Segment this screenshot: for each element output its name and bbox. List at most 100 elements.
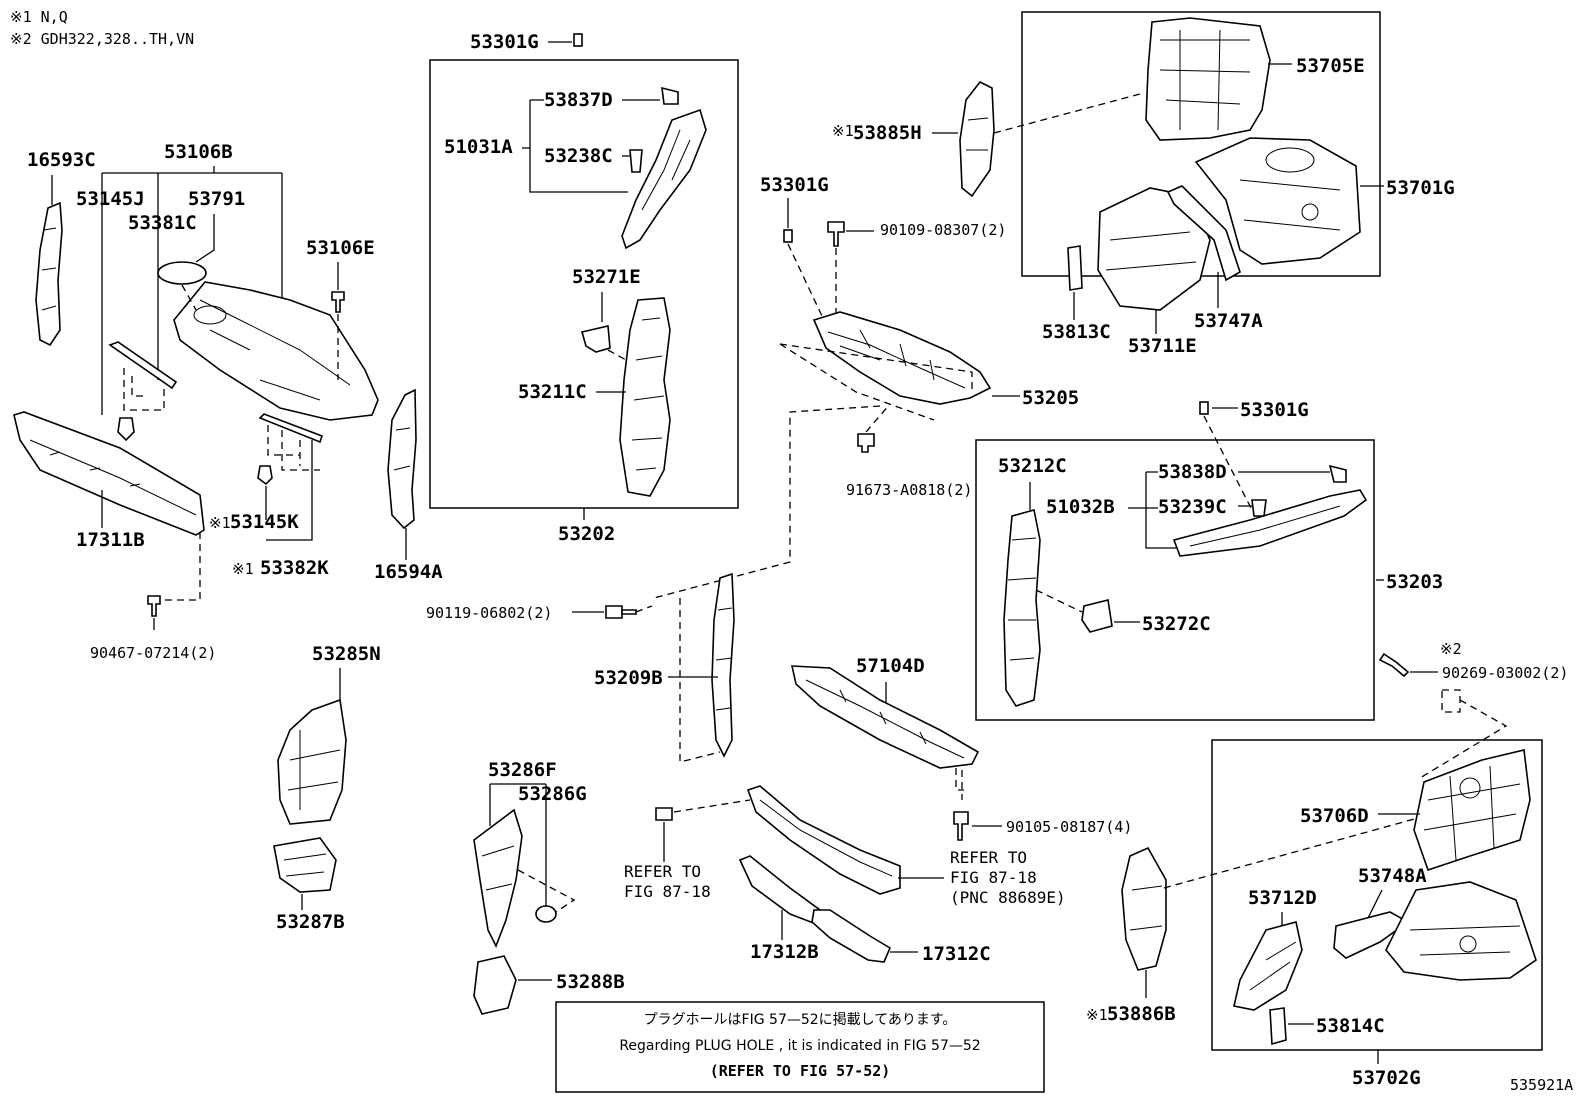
part-53813C-shape [1067,245,1083,291]
label-53202: 53202 [558,523,615,545]
label-51032B: 51032B [1046,496,1115,518]
part-53301G-a-shape [573,33,583,47]
label-53702G: 53702G [1352,1067,1421,1089]
right-ref-line-3: (PNC 88689E) [950,888,1066,907]
label-53838D: 53838D [1158,461,1227,483]
label-53286F: 53286F [488,759,557,781]
mark-53382K: ※1 [232,560,254,578]
label-53285N: 53285N [312,643,381,665]
label-53301G-a: 53301G [470,31,539,53]
header-note-2: ※2 GDH322,328..TH,VN [10,30,194,48]
note-en: Regarding PLUG HOLE , it is indicated in… [619,1038,980,1054]
label-53145J: 53145J [76,188,145,210]
part-90119-shape [605,605,637,619]
part-53711E-shape [1097,187,1211,311]
label-53301G-c: 53301G [1240,399,1309,421]
part-90105-shape [953,811,969,841]
header-note-1: ※1 N,Q [10,8,68,26]
part-17311B-shape [13,411,205,536]
mark-53886B: ※1 [1086,1006,1108,1024]
left-ref-line-2: FIG 87-18 [624,882,711,901]
label-53791: 53791 [188,188,245,210]
group-box-53702G [1211,739,1543,1051]
part-53106B-shape [157,261,379,421]
label-53885H: 53885H [853,122,922,144]
label-51031A: 51031A [444,136,513,158]
label-53287B: 53287B [276,911,345,933]
label-90119: 90119-06802(2) [426,604,552,622]
part-refer-bolt-shape [655,807,673,821]
part-51031A-shape [621,86,707,250]
label-53209B: 53209B [594,667,663,689]
label-90105: 90105-08187(4) [1006,818,1132,836]
part-90467-shape [147,595,161,617]
part-51032B-shape [1172,464,1368,557]
label-53203: 53203 [1386,571,1443,593]
diagram-id: 535921A [1510,1076,1573,1094]
label-53106B: 53106B [164,141,233,163]
plug-hole-note-box: プラグホールはFIG 57—52に掲載してあります。 Regarding PLU… [555,1001,1045,1093]
label-53272C: 53272C [1142,613,1211,635]
label-53814C: 53814C [1316,1015,1385,1037]
mark-53885H: ※1 [832,122,854,140]
part-53145J-shape [108,341,178,442]
part-90269-shape [1378,652,1410,678]
right-ref-line-2: FIG 87-18 [950,868,1037,887]
part-53748A-shape [1333,911,1410,959]
part-53705E-shape [1145,17,1271,141]
label-53271E: 53271E [572,266,641,288]
part-53286F-shape [473,808,523,948]
group-box-53203 [975,439,1375,721]
label-53381C: 53381C [128,212,197,234]
note-jp: プラグホールはFIG 57—52に掲載してあります。 [644,1012,957,1028]
part-support-shape [746,785,901,895]
label-53712D: 53712D [1248,887,1317,909]
left-ref-line-1: REFER TO [624,862,701,881]
part-53285N-shape [277,698,347,825]
part-53287B-shape [273,837,337,893]
part-53701G-shape [1194,137,1361,265]
label-53239C: 53239C [1158,496,1227,518]
label-53711E: 53711E [1128,335,1197,357]
part-53211C-shape [580,297,671,497]
part-53272C-shape [1081,599,1113,633]
label-53382K: 53382K [260,557,329,579]
part-53747A-shape [1166,185,1241,282]
part-90109-shape [827,221,845,247]
part-53301G-b-shape [783,229,793,243]
label-53705E: 53705E [1296,55,1365,77]
label-53212C: 53212C [998,455,1067,477]
label-53286G: 53286G [518,783,587,805]
part-53706D-shape [1413,749,1531,872]
label-53301G-b: 53301G [760,174,829,196]
part-53301G-c-shape [1199,401,1209,415]
label-90467: 90467-07214(2) [90,644,216,662]
label-53837D: 53837D [544,89,613,111]
part-53886B-shape [1121,846,1167,971]
part-16593C-shape [35,201,63,347]
part-53702G-shape [1385,881,1537,981]
label-17312C: 17312C [922,943,991,965]
part-91673-shape [857,433,875,453]
label-91673: 91673-A0818(2) [846,481,972,499]
part-53106E-shape [331,291,345,313]
label-16593C: 16593C [27,149,96,171]
part-53212C-shape [1003,509,1041,707]
part-57104D-shape [790,665,980,769]
part-53209B-shape [711,572,735,758]
label-17312B: 17312B [750,941,819,963]
part-53288B-shape [473,955,517,1015]
label-53238C: 53238C [544,145,613,167]
part-53885H-shape [959,80,995,198]
part-53712D-shape [1233,921,1303,1011]
label-53813C: 53813C [1042,321,1111,343]
label-57104D: 57104D [856,655,925,677]
label-17311B: 17311B [76,529,145,551]
label-90109: 90109-08307(2) [880,221,1006,239]
label-16594A: 16594A [374,561,443,583]
mark-53145K: ※1 [209,514,231,532]
part-53205-shape [812,311,992,405]
label-53211C: 53211C [518,381,587,403]
mark-90269: ※2 [1440,640,1462,658]
label-53288B: 53288B [556,971,625,993]
